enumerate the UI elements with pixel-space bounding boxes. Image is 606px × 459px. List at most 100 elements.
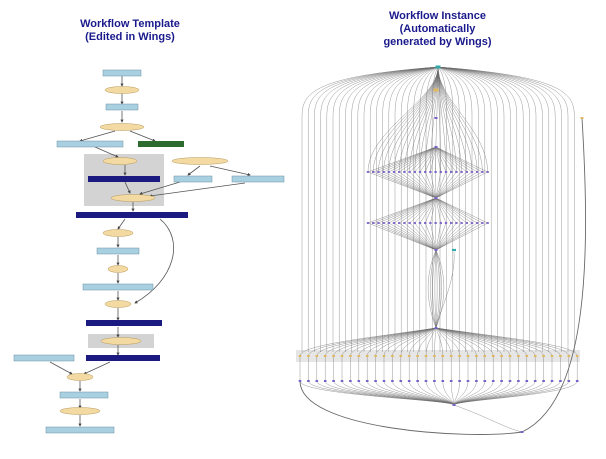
template-data-node <box>105 103 139 111</box>
instance-node <box>434 197 438 199</box>
instance-edge <box>437 66 478 173</box>
instance-node <box>424 171 427 173</box>
instance-edge <box>435 146 488 173</box>
instance-edge <box>432 249 437 329</box>
instance-edge <box>326 66 439 352</box>
instance-edge <box>419 66 439 352</box>
instance-edge <box>383 171 437 199</box>
instance-edge <box>393 197 437 224</box>
instance-node <box>525 355 529 357</box>
instance-node <box>476 222 479 224</box>
template-collection-node <box>88 176 160 182</box>
instance-edge <box>437 66 460 352</box>
instance-edge <box>442 380 455 406</box>
instance-edge <box>521 117 587 433</box>
instance-node <box>533 380 537 382</box>
instance-edge <box>419 197 437 224</box>
instance-node <box>434 117 438 119</box>
instance-edge <box>367 66 439 173</box>
instance-node <box>542 380 545 382</box>
instance-edge <box>316 380 455 406</box>
instance-edge <box>409 171 437 199</box>
instance-edge <box>417 327 437 357</box>
instance-edge <box>333 327 437 357</box>
instance-edge <box>437 66 517 352</box>
instance-edge <box>414 66 439 173</box>
instance-edge <box>399 222 437 251</box>
instance-title-line1: Workflow Instance <box>389 10 486 22</box>
instance-node <box>575 380 579 382</box>
instance-edge <box>367 146 437 173</box>
instance-edge <box>383 222 437 251</box>
instance-edge <box>435 327 536 357</box>
instance-edge <box>435 146 483 173</box>
template-edge <box>129 130 156 142</box>
instance-edge <box>435 327 578 357</box>
instance-node <box>382 355 386 357</box>
instance-edge <box>414 222 437 251</box>
instance-edge <box>388 66 439 173</box>
template-edge <box>187 165 201 176</box>
instance-edge <box>393 66 439 173</box>
instance-edge <box>383 146 437 173</box>
instance-node <box>434 249 438 251</box>
instance-node <box>434 327 438 329</box>
instance-edge <box>388 66 439 352</box>
instance-edge <box>350 327 437 357</box>
instance-node <box>476 171 479 173</box>
instance-node <box>449 380 453 382</box>
instance-edge <box>434 327 437 357</box>
instance-edge <box>435 146 473 173</box>
instance-node <box>424 222 427 224</box>
instance-edge <box>435 222 488 251</box>
instance-node <box>452 404 456 406</box>
instance-node <box>387 171 390 173</box>
instance-edge <box>314 66 439 352</box>
instance-edge <box>430 171 437 199</box>
template-data-node <box>59 391 109 399</box>
instance-edge <box>435 146 452 173</box>
instance-edge <box>414 146 437 173</box>
instance-node <box>439 171 442 173</box>
instance-node <box>429 222 432 224</box>
instance-node <box>429 171 432 173</box>
instance-node <box>323 355 327 357</box>
template-data-node <box>96 247 140 255</box>
instance-group-box <box>296 350 580 362</box>
template-edge <box>134 218 175 304</box>
instance-node <box>458 355 461 357</box>
instance-node <box>486 171 489 173</box>
instance-edge <box>437 66 483 173</box>
instance-node <box>434 171 437 173</box>
instance-edge <box>435 327 460 357</box>
instance-node <box>466 380 470 382</box>
instance-edge <box>435 171 441 199</box>
instance-edge <box>435 146 447 173</box>
template-component-node <box>110 194 156 202</box>
template-edge <box>117 218 126 230</box>
instance-node <box>559 355 562 357</box>
instance-node <box>407 380 411 382</box>
template-data-node <box>82 283 154 291</box>
instance-edge <box>435 222 478 251</box>
instance-edge <box>351 66 439 352</box>
template-component-node <box>66 373 94 381</box>
template-collection-node <box>76 212 188 218</box>
instance-edge <box>434 249 437 329</box>
instance-edge <box>435 171 483 199</box>
instance-node <box>434 146 438 148</box>
instance-edge <box>437 66 530 352</box>
template-edge <box>209 165 251 177</box>
instance-edge <box>409 66 439 173</box>
instance-edge <box>437 66 511 352</box>
template-title-line1: Workflow Template <box>80 18 180 30</box>
instance-edge <box>409 197 437 224</box>
instance-edge <box>367 171 437 199</box>
template-edge <box>139 181 181 195</box>
instance-edge <box>399 66 439 173</box>
instance-node <box>455 222 458 224</box>
instance-node <box>372 171 375 173</box>
instance-edge <box>453 380 460 406</box>
instance-edge <box>435 327 443 357</box>
template-data-node <box>45 426 115 434</box>
